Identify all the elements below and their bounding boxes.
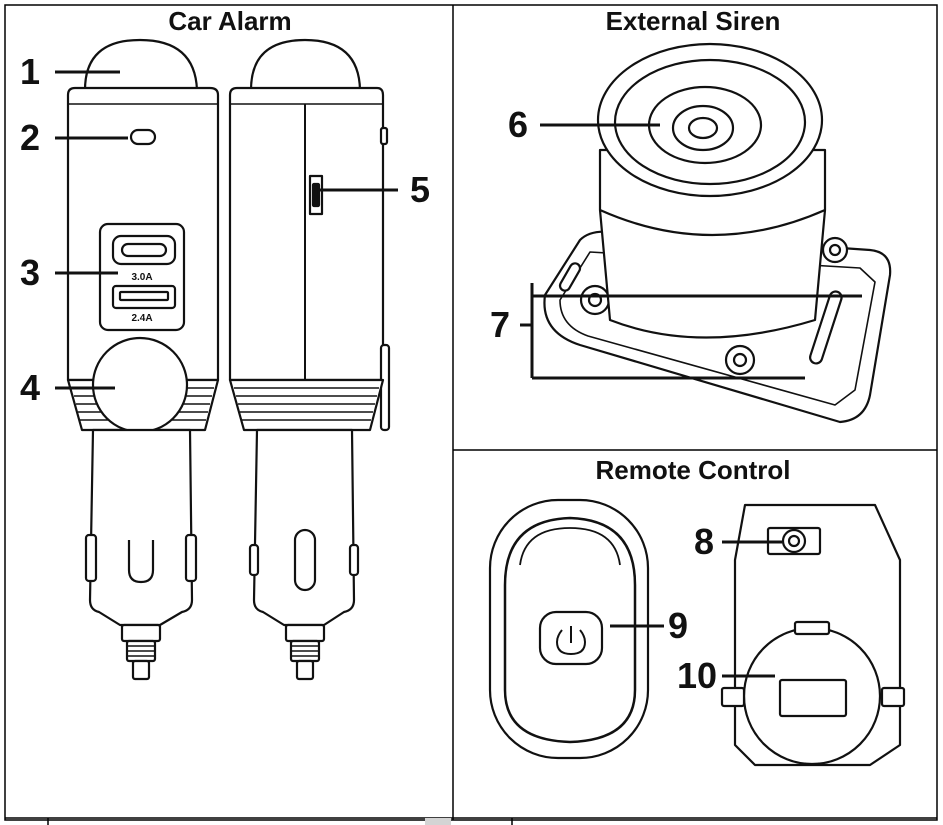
leader-lines: [55, 70, 862, 678]
callout-3: 3: [20, 252, 41, 293]
scroll-marker: [425, 818, 451, 825]
callout-5: 5: [410, 169, 431, 210]
car-alarm-front-view: 3.0A 2.4A: [66, 38, 220, 681]
led-indicator: [129, 128, 157, 146]
callout-1: 1: [20, 51, 41, 92]
callout-6: 6: [508, 104, 529, 145]
remote-back-view: [720, 503, 906, 767]
remote-front-view: [488, 498, 650, 760]
callout-10: 10: [677, 655, 718, 696]
callout-9: 9: [668, 605, 689, 646]
external-siren-drawing: [543, 42, 892, 424]
alarm-button: [91, 336, 189, 434]
usb-c-rating: 3.0A: [131, 272, 152, 283]
callout-2: 2: [20, 117, 41, 158]
callout-7: 7: [490, 304, 511, 345]
usb-a-rating: 2.4A: [131, 313, 152, 324]
callout-4: 4: [20, 367, 41, 408]
panel-title-external-siren: External Siren: [605, 6, 781, 36]
panel-title-car-alarm: Car Alarm: [168, 6, 292, 36]
panel-title-remote-control: Remote Control: [595, 455, 791, 485]
car-alarm-side-view: [228, 38, 391, 681]
table-grid: [4, 4, 938, 825]
callout-8: 8: [694, 521, 715, 562]
